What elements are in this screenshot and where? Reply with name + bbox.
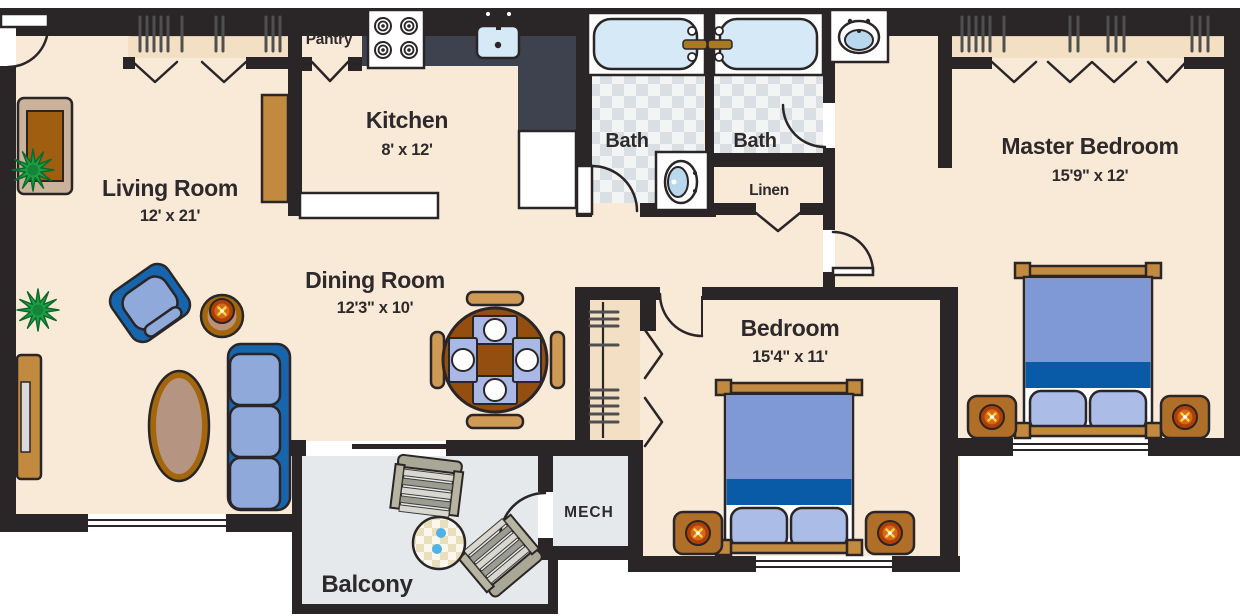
dining-chair [549,330,566,390]
bath1-label: Bath [605,130,648,152]
balcony-label: Balcony [321,571,413,598]
room-labels: Living Room 12' x 21' Kitchen 8' x 12' D… [102,31,1179,598]
kitchen-counter-side [518,32,578,130]
living-room-window [88,514,226,532]
nightstand [968,396,1016,438]
living-room-furniture [11,93,292,512]
patio-table [411,515,467,571]
living-closet [130,15,294,84]
bath1-door [575,164,639,216]
living-room-label: Living Room [102,175,238,201]
nightstand [866,512,914,554]
hangers [588,310,620,424]
kitchen-label: Kitchen [366,107,448,133]
mech-label: MECH [564,504,614,521]
bookshelf [260,93,290,204]
bedroom-closet [588,302,664,448]
master-bedroom-door [831,230,875,277]
mech-floor [553,456,628,546]
balcony-furniture [389,453,547,601]
table-lamp [208,297,236,325]
kitchen-fixtures [298,8,578,220]
pantry-label: Pantry [306,31,353,48]
toilet [654,150,710,212]
master-closet [950,15,1226,84]
refrigerator [517,129,578,210]
bifold-doors [990,60,1188,84]
bathtub-2 [707,11,825,77]
openings [0,20,1148,572]
bifold-door [310,60,350,83]
bath2-door-opening [823,103,835,148]
bath2-door [781,103,827,149]
bifold-door [754,211,802,233]
doors [0,12,875,540]
mech-door-opening [538,492,553,538]
kitchen-sink [475,10,521,60]
entry-door [0,12,50,69]
bar-counter [298,191,440,220]
mech-door [498,491,547,540]
master-bedroom-label: Master Bedroom [1001,133,1178,159]
dining-chair [465,413,525,430]
dining-chair [465,290,525,307]
bath2-label: Bath [733,130,776,152]
pantry-closet [310,60,350,83]
dining-table [441,306,549,414]
living-room-dims: 12' x 21' [140,207,201,225]
bifold-doors [643,328,664,448]
area-rug [147,369,211,483]
linen-closet [754,211,802,233]
tv-console [15,353,43,481]
master-door-opening [823,230,835,272]
linen-label: Linen [749,182,789,199]
armchair [108,262,192,344]
bedroom-dims: 15'4" x 11' [752,348,828,366]
dining-room-label: Dining Room [305,267,445,293]
master-bedroom-dims: 15'9" x 12' [1052,167,1129,185]
balcony-sliding-door [306,441,446,456]
master-bedroom-window [1013,438,1148,456]
place-settings [448,315,542,405]
entry-opening [0,20,16,66]
bedroom-label: Bedroom [741,315,840,341]
master-bed [1013,261,1163,440]
patio-chair [389,453,466,520]
kitchen-dims: 8' x 12' [381,141,433,159]
vanity-sink [828,8,890,64]
stove [366,8,426,70]
bath-fixtures [586,8,890,212]
dining-room-dims: 12'3" x 10' [337,299,414,317]
bedroom-door [658,292,704,338]
hangers [138,15,282,53]
nightstand [1161,396,1209,438]
bathtub-1 [586,11,708,77]
side-table [199,293,245,339]
bedroom-bed [714,378,864,557]
hangers [960,15,1210,53]
nightstand [674,512,722,554]
bedroom-closet-floor [590,300,640,440]
sofa [226,342,292,512]
bifold-doors [131,60,248,84]
dining-set [429,290,566,430]
bedroom-window [756,556,892,572]
